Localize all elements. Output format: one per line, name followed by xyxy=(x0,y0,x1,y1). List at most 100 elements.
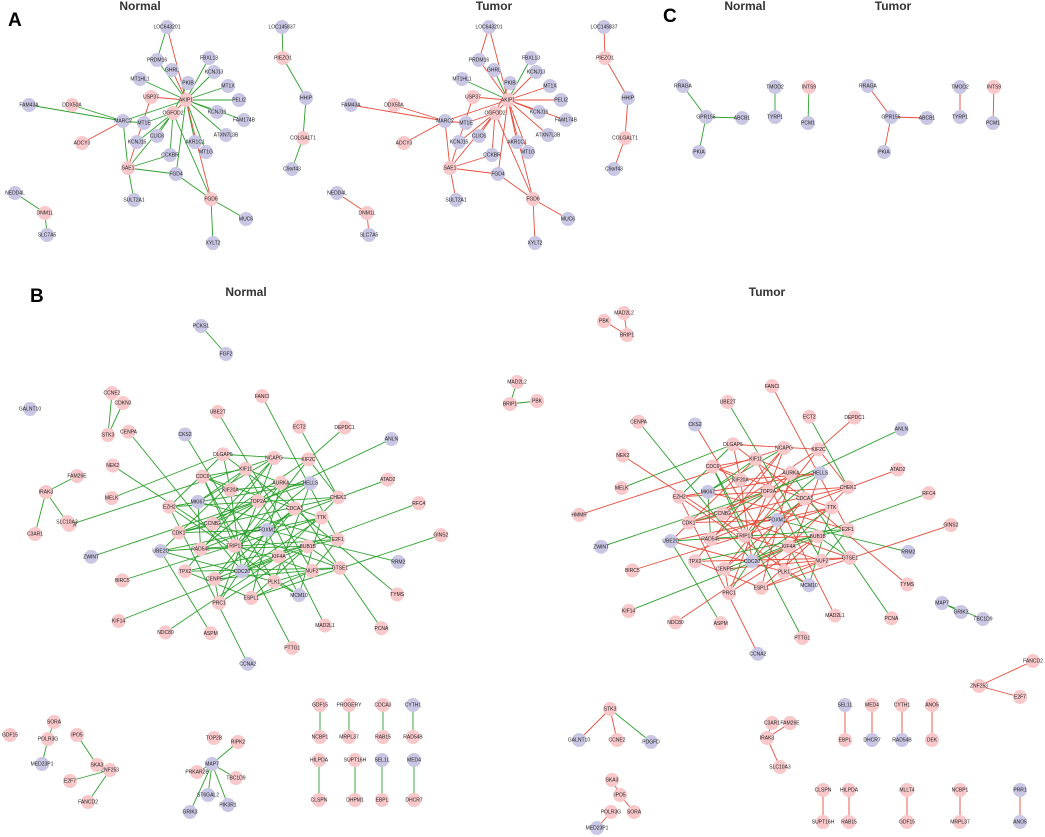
panel-b-normal-node-ect2-circle xyxy=(292,419,307,434)
panel-a-tumor-edge xyxy=(507,99,534,200)
panel-a-tumor-edge xyxy=(532,198,536,244)
panel-b-tumor-peripheral-node-polr3g-circle xyxy=(604,805,618,819)
panel-b-tumor-node-gtse1: GTSE1 xyxy=(842,550,858,565)
panel-b-normal-peripheral-node-fancd2: FANCD2 xyxy=(78,795,98,809)
panel-a-tumor-edge xyxy=(444,99,509,122)
panel-b-tumor-node-pcna-circle xyxy=(884,611,899,626)
panel-b-normal-node-prc1: PRC1 xyxy=(212,595,227,610)
panel-c-normal-node-abcb1-label: ABCB1 xyxy=(734,116,751,122)
panel-a-tumor-node-sult2a1: SULT2A1 xyxy=(445,193,467,207)
panel-a-normal-node-sult2a1-label: SULT2A1 xyxy=(123,198,145,204)
panel-b-tumor-peripheral-node-c3ar1: C3AR1 xyxy=(764,716,780,730)
panel-b-tumor-node-ube2c-circle xyxy=(663,534,678,549)
panel-b-normal-node-pttg1-circle xyxy=(285,640,300,655)
panel-b-normal-edge xyxy=(308,459,339,498)
panel-c-normal-node-gpr155: GPR155 xyxy=(696,110,716,124)
panel-b-tumor-peripheral-node-fam26e: FAM26E xyxy=(780,716,800,730)
panel-b-normal-pairs-2-node-ebpl-circle xyxy=(375,793,389,807)
panel-c-tumor-node-pkia: PKIA xyxy=(877,145,891,159)
panel-b-normal-peripheral-node-pbk-circle xyxy=(530,394,544,408)
panel-a-tumor-node-ogfod2-label: OGFOD2 xyxy=(484,111,505,117)
panel-a-tumor-edge xyxy=(449,167,499,175)
panel-b-tumor-node-prc1-label: PRC1 xyxy=(722,591,736,597)
panel-a-tumor-node-piezo1-label: PIEZO1 xyxy=(596,56,614,62)
panel-c-tumor-node-pkia-label: PKIA xyxy=(878,150,890,156)
panel-b-normal-node-pttg1-label: PTTG1 xyxy=(284,646,300,652)
panel-b-tumor-peripheral-node-ska3-circle xyxy=(605,773,619,787)
panel-b-normal-pairs-2-node-supt16h: SUPT16H xyxy=(344,753,367,767)
panel-b-normal-peripheral-node-tbc1d9: TBC1D9 xyxy=(226,771,246,785)
panel-b-normal-node-ube2t-circle xyxy=(210,405,225,420)
panel-a-normal-node-loc145837-label: LOC145837 xyxy=(269,25,296,31)
panel-a-normal-edge xyxy=(71,104,124,122)
panel-a-tumor-node-piezo1-circle xyxy=(598,51,612,65)
panel-b-tumor-node-mcm10: MCM10 xyxy=(800,578,818,593)
panel-b-tumor-node-zwint: ZWINT xyxy=(593,539,609,554)
panel-c-tumor-node-rraga: RRAGA xyxy=(859,79,878,93)
panel-b-tumor-node-kif11-label: KIF11 xyxy=(749,457,762,463)
panel-b-tumor-edge xyxy=(710,472,792,540)
panel-b-tumor-node-ube2t-circle xyxy=(720,395,735,410)
panel-a-tumor-node-slc7a5: SLC7A5 xyxy=(360,228,379,242)
panel-c-tumor-node-ints9: INTS9 xyxy=(987,80,1001,94)
panel-a-normal-node-mt1e-circle xyxy=(137,116,151,130)
panel-b-tumor-node-aspm: ASPM xyxy=(714,616,728,631)
panel-b-normal-node-trip13-label: TRIP13 xyxy=(226,543,243,549)
panel-b-normal-node-cdca3-circle xyxy=(287,501,302,516)
panel-b-tumor-peripheral-edge xyxy=(609,708,652,743)
panel-b-normal-node-ube2c-circle xyxy=(153,544,168,559)
panel-b-normal-peripheral-edge xyxy=(211,763,229,806)
panel-b-tumor-node-ncapg-label: NCAPG xyxy=(775,446,793,452)
panel-a-tumor-node-slc7a5-circle xyxy=(362,228,376,242)
panel-b-tumor-edge xyxy=(707,491,848,530)
panel-b-normal-node-ccnb2-circle xyxy=(205,516,220,531)
panel-b-tumor-edge xyxy=(722,513,851,559)
panel-b-tumor-peripheral-node-ccne2: CCNE2 xyxy=(609,733,626,747)
panel-b-tumor-pairs-1-node-dek-label: DEK xyxy=(927,738,938,744)
panel-b-tumor-peripheral-node-tbc1d9-circle xyxy=(976,612,990,626)
panel-c-normal-node-pkia-circle xyxy=(692,145,706,159)
panel-b-tumor-node-kif11: KIF11 xyxy=(748,451,763,466)
panel-a-tumor-edge xyxy=(458,112,496,143)
panel-b-normal-node-top2a: TOP2A xyxy=(250,494,267,509)
panel-a-normal-node-c9orf43-circle xyxy=(285,162,299,176)
panel-a-normal-edge xyxy=(127,154,171,169)
panel-b-tumor-node-e2f1-circle xyxy=(840,522,855,537)
panel-a-normal-node-hhip-label: HHIP xyxy=(300,96,313,102)
panel-a-tumor-node-peli2-circle xyxy=(554,93,568,107)
panel-a-tumor-node-cckbr-circle xyxy=(485,148,499,162)
panel-b-normal-peripheral-node-pbk: PBK xyxy=(530,394,544,408)
panel-a-normal-edge xyxy=(175,173,212,200)
panel-b-normal-peripheral-node-prkar2b-circle xyxy=(190,765,204,779)
panel-a-normal-node-sult2a1-circle xyxy=(127,193,141,207)
panel-c-tumor-node-tmod2: TMOD2 xyxy=(951,80,969,94)
panel-b-tumor-pairs-2-node-ano5-label: ANO5 xyxy=(1013,820,1027,826)
panel-a-normal-node-kcnj13-label: KCNJ13 xyxy=(205,70,224,76)
panel-b-tumor-peripheral-node-mad2l2: MAD2L2 xyxy=(614,306,634,320)
panel-b-normal-node-cenpa-label: CENPA xyxy=(120,429,138,435)
panel-b-tumor-peripheral-node-znf253-label: ZNF253 xyxy=(970,684,988,690)
panel-b-normal-node-kif14: KIF14 xyxy=(111,614,126,629)
panel-a-normal-node-ddx50a: DDX50A xyxy=(62,98,82,112)
panel-b-normal-peripheral-node-med23p1-label: MED23P1 xyxy=(31,762,54,768)
panel-b-normal-peripheral-node-prkar2b-label: PRKAR2B xyxy=(185,770,209,776)
panel-a-normal-node-piezo1-circle xyxy=(276,51,290,65)
panel-a-normal-node-muc6: MUC6 xyxy=(239,212,253,226)
panel-b-normal-node-ccnb2: CCNB2 xyxy=(204,516,221,531)
panel-b-tumor-peripheral-node-galnt10-circle xyxy=(572,733,586,747)
panel-b-normal-node-cenpa: CENPA xyxy=(120,424,138,439)
panel-b-tumor-peripheral-node-pdgfd-circle xyxy=(644,735,658,749)
panel-b-tumor-pairs-1-node-cyth1-circle xyxy=(895,698,909,712)
panel-b-tumor-edge xyxy=(808,507,833,586)
panel-a-normal-node-prdm16-circle xyxy=(150,53,164,67)
panel-b-tumor-peripheral-node-fam26e-label: FAM26E xyxy=(780,721,800,727)
panel-b-normal-peripheral-node-pik3r1-circle xyxy=(221,798,235,812)
panel-b-normal-node-aspm-circle xyxy=(203,626,218,641)
panel-a-normal-node-ddx50a-label: DDX50A xyxy=(62,103,82,109)
panel-a-normal-edge xyxy=(210,198,214,244)
panel-b-tumor-node-cenpa: CENPA xyxy=(630,414,648,429)
panel-b-tumor-edge xyxy=(818,417,855,450)
panel-c-tumor-node-tyrp1: TYRP1 xyxy=(952,110,968,124)
panel-a-normal-node-kcnj13-circle xyxy=(207,65,221,79)
panel-a-normal-node-akip1: AKIP1 xyxy=(179,93,193,107)
